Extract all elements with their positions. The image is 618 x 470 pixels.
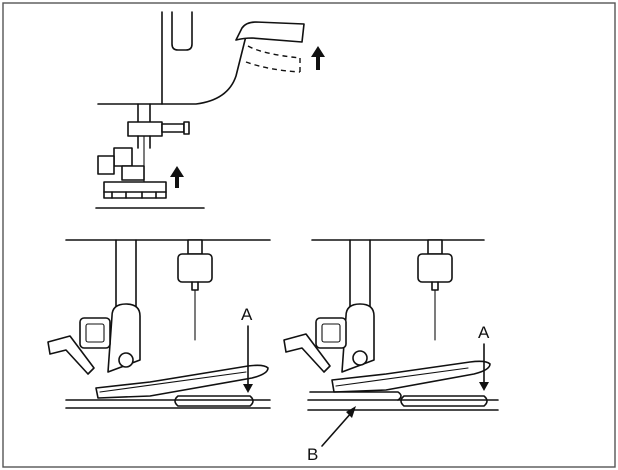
left-presser-foot (95, 364, 269, 399)
right-arrow-head (479, 382, 489, 391)
label-a-left: A (241, 305, 253, 324)
needle-shank (137, 135, 151, 149)
b-pointer-shaft (321, 411, 353, 447)
needle-clamp-screw-head (183, 121, 190, 135)
left-needle-clamp (177, 253, 213, 283)
b-pointer-head (346, 406, 356, 418)
needle-clamp-screw (161, 123, 185, 133)
bottom-left-figure: A (47, 239, 271, 409)
presser-foot-teeth (111, 191, 157, 199)
left-needle-shank (191, 281, 199, 291)
right-presser-foot (331, 360, 491, 393)
presser-foot-screw (97, 155, 115, 175)
right-feed-slot (400, 395, 488, 407)
right-lever-arm (283, 333, 331, 373)
right-bracket (315, 317, 347, 349)
right-holder-screw (352, 350, 368, 366)
left-bracket-inner (85, 323, 105, 343)
left-arrow-head (243, 384, 253, 393)
left-needle-bar (187, 239, 203, 255)
bottom-right-figure: A B (283, 239, 499, 464)
right-foot-detail (335, 367, 469, 387)
left-foot-holder (107, 303, 141, 373)
foot-holder (121, 165, 145, 181)
presser-foot-lifter (235, 21, 305, 43)
label-a-right: A (478, 323, 490, 342)
right-presser-bar (349, 239, 371, 317)
lifter-old-position-top (247, 45, 301, 59)
needle-clamp (127, 121, 163, 137)
right-bracket-inner (321, 323, 341, 343)
left-bracket (79, 317, 111, 349)
lifter-old-position-bottom (245, 61, 301, 73)
right-needle-shank (431, 281, 439, 291)
presser-bar-block (113, 147, 133, 167)
left-feed-slot (174, 395, 254, 407)
left-presser-bar (115, 239, 137, 317)
foot-up-arrow (170, 166, 184, 188)
right-needle-bar (427, 239, 443, 255)
label-b: B (307, 445, 318, 464)
right-fabric-edge (309, 391, 402, 401)
left-foot-detail (99, 371, 247, 393)
presser-foot-sole (103, 191, 167, 199)
right-needle-clamp (417, 253, 453, 283)
left-lever-arm (47, 335, 95, 375)
lifter-up-arrow (311, 46, 325, 70)
machine-head-curve (97, 35, 247, 105)
presser-foot-top (103, 181, 167, 193)
left-holder-screw (118, 352, 134, 368)
top-lifter-figure (95, 11, 325, 209)
machine-slot (171, 11, 193, 51)
